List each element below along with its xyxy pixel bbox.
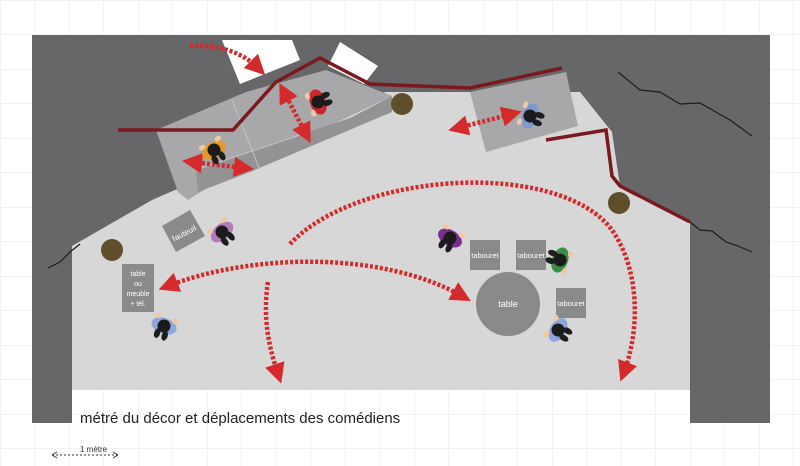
round-table-label: table: [498, 299, 518, 309]
pillar-top: [391, 93, 413, 115]
tabouret-3-label: tabouret: [557, 299, 585, 308]
tabouret-1-label: tabouret: [471, 251, 499, 260]
side-table-label-2: ou: [134, 281, 142, 288]
scale-bar: [51, 451, 119, 459]
tabouret-1: [470, 240, 500, 270]
path-downstage: [263, 281, 285, 384]
side-table-label-1: table: [130, 271, 145, 278]
fauteuil: [162, 210, 205, 252]
pillar-left: [101, 239, 123, 261]
side-table-label-3: meuble: [127, 291, 150, 298]
tabouret-3: [556, 288, 586, 318]
wing-edge-right-bottom: [689, 221, 753, 253]
wall-left: [118, 56, 563, 132]
pillar-right: [608, 192, 630, 214]
entrance-2: [328, 42, 378, 84]
scale-label: 1 mètre: [80, 445, 108, 454]
path-entrance-arrow: [189, 43, 266, 76]
side-table-label-4: + tél.: [130, 301, 145, 308]
platform-seam-1: [231, 99, 261, 171]
path-red-platform: [279, 83, 311, 143]
path-orange-platform: [181, 153, 255, 177]
path-cross-stage: [158, 259, 471, 301]
wing-edge-right-top: [617, 71, 753, 137]
tabouret-2: [516, 240, 546, 270]
tabouret-2-label: tabouret: [517, 251, 545, 260]
wing-edge-left: [47, 243, 81, 269]
side-table: [122, 264, 154, 312]
wall-right: [545, 127, 691, 224]
round-table: [476, 272, 540, 336]
caption: métré du décor et déplacements des coméd…: [80, 410, 401, 427]
path-blue-platform: [448, 106, 522, 136]
